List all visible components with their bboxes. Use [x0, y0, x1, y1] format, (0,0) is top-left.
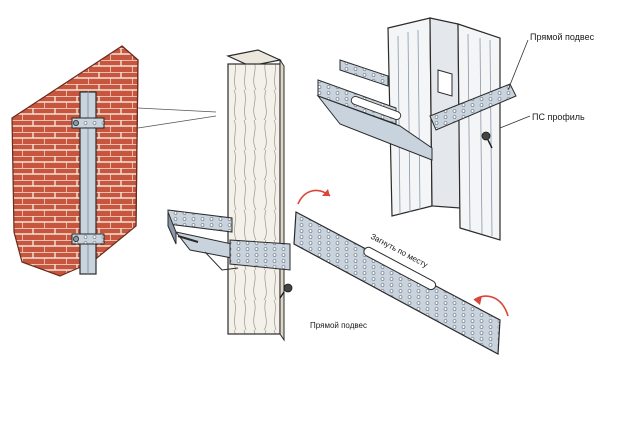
wall-hanger-lower: [71, 233, 105, 245]
ps-hanger: [316, 59, 517, 161]
brick-wall-section: [11, 45, 217, 277]
flat-hanger-slot: [363, 246, 437, 291]
ps-profile-front: [457, 23, 501, 241]
screw-icon: [73, 235, 80, 242]
callout-line: [137, 107, 217, 113]
label-direct-hanger-bottom: Прямой подвес: [310, 321, 367, 330]
leader-line: [499, 115, 531, 129]
bend-arrow-head: [474, 296, 482, 305]
label-ps-profile: ПС профиль: [532, 112, 585, 122]
wall-hanger-upper: [71, 117, 105, 129]
screw-icon: [73, 120, 80, 127]
leader-line: [507, 39, 529, 91]
wooden-beam-side: [279, 58, 285, 342]
bend-arrow-icon: [473, 295, 509, 317]
label-direct-hanger-top: Прямой подвес: [530, 32, 595, 42]
brick-wall-edge: [121, 45, 139, 227]
screw-icon: [279, 283, 293, 299]
ps-profile-cut: [437, 69, 453, 97]
ps-profile-section: Прямой подвес ПС профиль: [316, 17, 595, 241]
beam-hanger: [167, 209, 291, 271]
wooden-beam: [227, 63, 281, 335]
wooden-beam-section: [167, 49, 293, 342]
screw-icon: [481, 131, 493, 149]
flat-hanger-strip: [293, 211, 501, 355]
bend-arrow-head: [322, 189, 330, 196]
ps-profile-ribs: [397, 29, 493, 237]
callout-line: [137, 115, 217, 129]
